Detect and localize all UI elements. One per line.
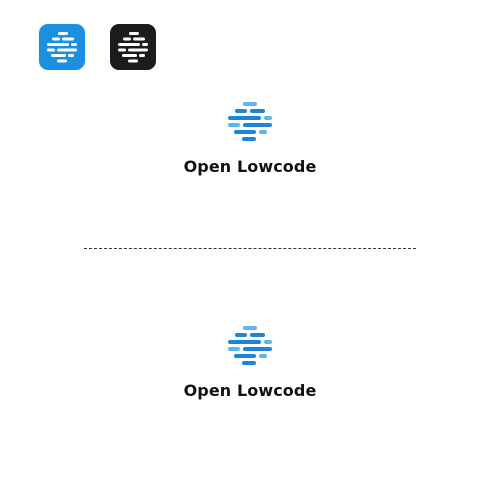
- app-icon-black: [110, 24, 156, 70]
- logo-bottom: Open Lowcode: [0, 324, 500, 400]
- stripes-icon: [47, 32, 77, 63]
- wordmark: Open Lowcode: [183, 381, 317, 400]
- stripes-icon: [118, 32, 148, 63]
- dashed-divider: [84, 248, 416, 249]
- wordmark: Open Lowcode: [183, 157, 317, 176]
- app-icon-blue: [39, 24, 85, 70]
- open-lowcode-logo-icon: [228, 326, 272, 365]
- logo-top: Open Lowcode: [0, 100, 500, 176]
- open-lowcode-logo-icon: [228, 102, 272, 141]
